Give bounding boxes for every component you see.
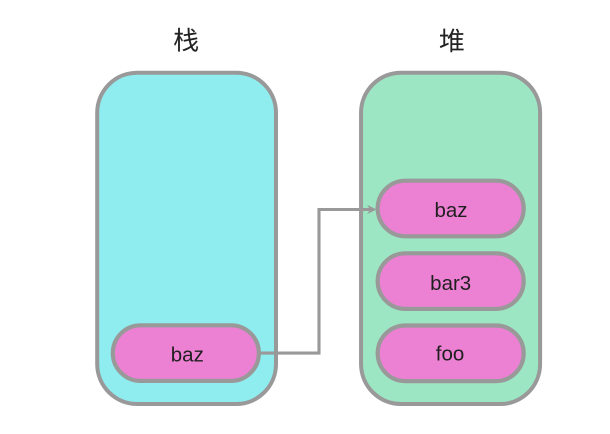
svg-text:bar3: bar3 [430,272,471,295]
svg-text:baz: baz [171,343,204,366]
svg-text:foo: foo [436,343,465,366]
svg-text:baz: baz [434,199,467,222]
